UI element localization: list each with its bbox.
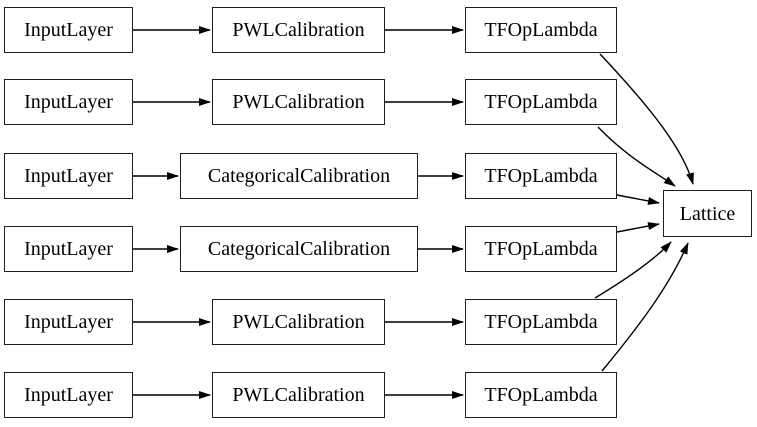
edge-op0-lattice — [599, 53, 694, 185]
node-inputlayer-0: InputLayer — [4, 7, 133, 53]
node-categoricalcalibration-2: CategoricalCalibration — [180, 153, 418, 199]
edge-op1-lattice — [597, 126, 676, 187]
edge-op5-lattice — [601, 242, 689, 372]
node-inputlayer-4: InputLayer — [4, 299, 133, 345]
edge-op4-lattice — [594, 241, 672, 299]
node-pwlcalibration-4: PWLCalibration — [212, 299, 385, 345]
node-inputlayer-2: InputLayer — [4, 153, 133, 199]
node-inputlayer-1: InputLayer — [4, 79, 133, 125]
node-pwlcalibration-0: PWLCalibration — [212, 7, 385, 53]
node-tfoplambda-3: TFOpLambda — [465, 226, 617, 272]
node-inputlayer-3: InputLayer — [4, 226, 133, 272]
node-pwlcalibration-1: PWLCalibration — [212, 79, 385, 125]
edge-op3-lattice — [616, 222, 660, 233]
node-tfoplambda-1: TFOpLambda — [465, 79, 617, 125]
node-tfoplambda-5: TFOpLambda — [465, 372, 617, 418]
node-inputlayer-5: InputLayer — [4, 372, 133, 418]
edge-op2-lattice — [616, 194, 660, 205]
node-lattice: Lattice — [663, 190, 752, 237]
node-categoricalcalibration-3: CategoricalCalibration — [180, 226, 418, 272]
node-tfoplambda-4: TFOpLambda — [465, 299, 617, 345]
node-pwlcalibration-5: PWLCalibration — [212, 372, 385, 418]
node-tfoplambda-0: TFOpLambda — [465, 7, 617, 53]
node-tfoplambda-2: TFOpLambda — [465, 153, 617, 199]
